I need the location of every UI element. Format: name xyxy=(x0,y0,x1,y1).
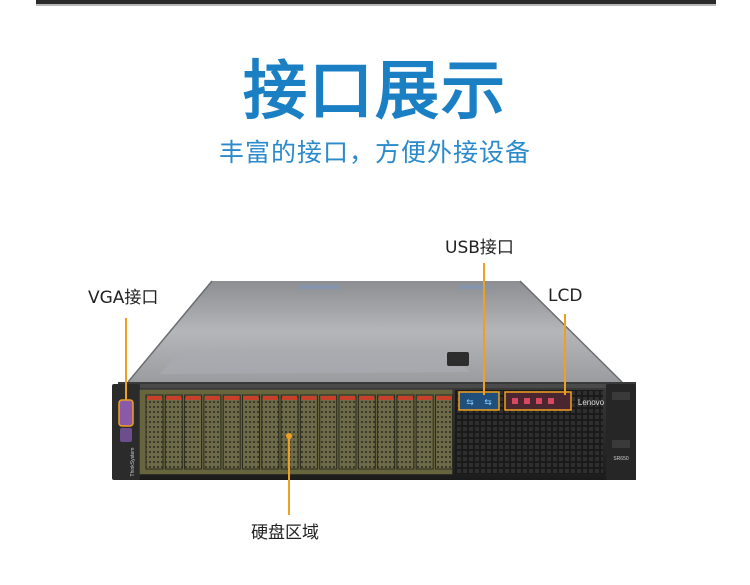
drive-release-tab xyxy=(417,396,433,400)
drive-callout-label: 硬盘区域 xyxy=(251,523,319,543)
drive-slot xyxy=(319,394,338,470)
vga-port-icon xyxy=(118,399,134,427)
drive-release-tab xyxy=(340,396,355,400)
drive-slot xyxy=(222,394,241,470)
drive-release-tab xyxy=(262,396,278,400)
drive-slot xyxy=(415,394,434,470)
drive-slot xyxy=(261,394,280,470)
drive-release-tab xyxy=(282,396,298,400)
drive-slot xyxy=(435,394,453,470)
drive-release-tab xyxy=(204,396,220,400)
usb-icon: ⇆ xyxy=(466,398,474,408)
bezel-rim xyxy=(140,384,606,388)
drive-release-tab xyxy=(359,396,375,400)
drive-release-tab xyxy=(436,396,452,400)
drive-release-tab xyxy=(224,396,240,400)
drive-slot xyxy=(377,394,396,470)
drive-slot xyxy=(145,394,164,470)
drive-slot xyxy=(338,394,357,470)
chassis-top-latch xyxy=(447,352,469,366)
drive-slot xyxy=(203,394,222,470)
drive-slots xyxy=(145,394,453,470)
chassis-top-sticker xyxy=(300,285,340,289)
drive-release-tab xyxy=(320,396,336,400)
top-divider-bar xyxy=(36,0,716,4)
drive-release-tab xyxy=(301,396,317,400)
top-divider-shadow xyxy=(36,4,716,6)
drive-slot xyxy=(357,394,376,470)
drive-slot xyxy=(299,394,318,470)
drive-release-tab xyxy=(397,396,413,400)
drive-release-tab xyxy=(243,396,259,400)
model-label: SR650 xyxy=(613,456,629,462)
usb-callout-label: USB接口 xyxy=(445,238,514,258)
drive-slot xyxy=(242,394,260,470)
brand-logo: Lenovo xyxy=(578,398,605,407)
usb-panel xyxy=(458,391,500,411)
drive-release-tab xyxy=(147,396,162,400)
usb-icon-2: ⇆ xyxy=(484,398,492,408)
drive-release-tab xyxy=(166,396,182,400)
drive-release-tab xyxy=(378,396,394,400)
drive-release-tab xyxy=(185,396,201,400)
chassis-top-sticker-2 xyxy=(460,285,490,289)
chassis-top-highlight xyxy=(160,350,470,374)
page-title: 接口展示 xyxy=(243,55,507,129)
drive-slot xyxy=(396,394,415,470)
right-rack-ear xyxy=(606,384,636,480)
drive-slot xyxy=(164,394,183,470)
page-subtitle: 丰富的接口，方便外接设备 xyxy=(218,138,531,167)
side-brand-label: ThinkSystem xyxy=(130,448,136,477)
drive-slot xyxy=(184,394,203,470)
lcd-callout-label: LCD xyxy=(548,286,583,306)
vga-callout-label: VGA接口 xyxy=(88,288,159,308)
